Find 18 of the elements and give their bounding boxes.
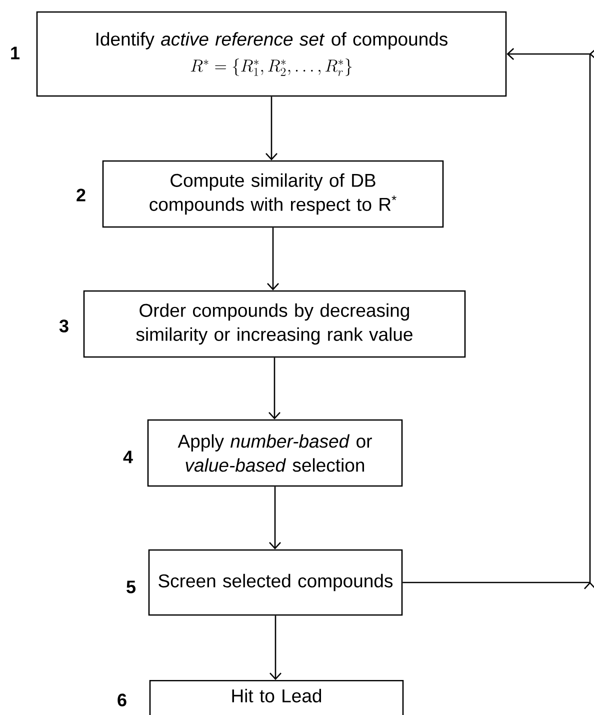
step-number: 1: [11, 46, 20, 60]
arrow: [270, 616, 282, 680]
process-box: Identify active reference set of compounds $R^{*}=\left\{R^{*}_{1},R^{*}_{2},\ldots,R^{*}_{r}\right\}$: [36, 11, 507, 97]
process-box: Compute similarity of DB compounds with respect to R$^{*}$: [102, 160, 444, 228]
arrow: [402, 48, 594, 590]
step-number: 5: [126, 580, 136, 594]
step-number: 2: [76, 188, 86, 202]
process-box: Apply number-based or value-based selection: [147, 419, 403, 487]
arrow: [268, 358, 280, 420]
step-number: 3: [59, 320, 68, 332]
process-box: Order compounds by decreasing similarity or increasing rank value: [83, 290, 466, 358]
arrow: [267, 228, 279, 290]
arrow: [269, 486, 281, 550]
arrow: [266, 96, 278, 160]
process-box: Hit to Lead: [149, 680, 404, 715]
step-number: 4: [123, 450, 133, 464]
process-box: Screen selected compounds: [148, 549, 403, 616]
step-number: 6: [118, 694, 126, 706]
